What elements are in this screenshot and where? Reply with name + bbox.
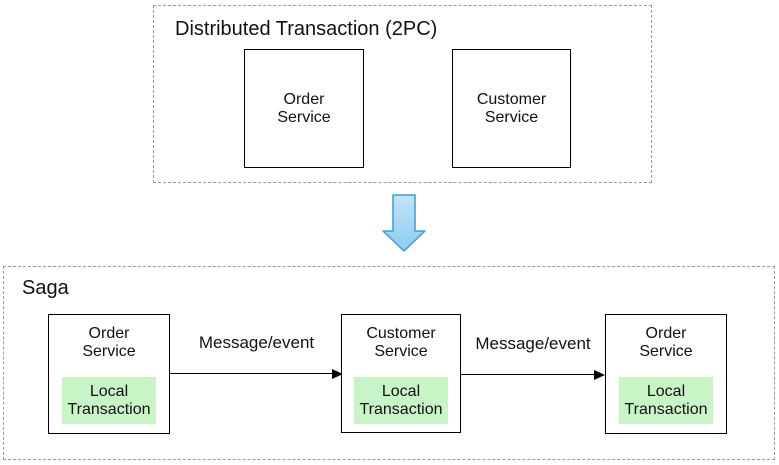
local-transaction-box: Local Transaction: [354, 377, 448, 424]
local-transaction-box: Local Transaction: [62, 377, 156, 424]
arrow-head-icon: [332, 368, 343, 379]
service-name-line2: Service: [484, 108, 539, 126]
service-name-line1: Customer: [476, 90, 547, 108]
service-box-customer-2pc: Customer Service: [452, 49, 571, 168]
saga-section: Saga: [3, 266, 775, 460]
down-arrow-icon: [382, 194, 426, 252]
service-name: Customer Service: [342, 325, 460, 361]
service-name: Order Service: [277, 91, 330, 127]
arrow-line: [461, 374, 596, 375]
message-arrow-label: Message/event: [475, 334, 591, 353]
local-transaction-label: Local Transaction: [68, 383, 151, 419]
service-name-line2: Service: [374, 343, 428, 360]
local-transaction-box: Local Transaction: [619, 377, 713, 424]
arrow-head-icon: [594, 369, 605, 380]
service-name-line1: Customer: [366, 325, 436, 342]
local-transaction-line1: Local: [381, 382, 421, 400]
service-name: Order Service: [606, 325, 726, 361]
arrow-line: [170, 373, 334, 374]
local-transaction-line2: Transaction: [67, 400, 151, 418]
local-transaction-line2: Transaction: [624, 400, 708, 418]
message-arrow-label: Message/event: [198, 333, 315, 352]
service-box-customer-saga: Customer Service Local Transaction: [341, 314, 461, 433]
local-transaction-line1: Local: [89, 382, 129, 400]
service-name: Customer Service: [477, 91, 546, 127]
local-transaction-line1: Local: [646, 382, 686, 400]
service-box-order-saga-1: Order Service Local Transaction: [48, 314, 170, 434]
local-transaction-line2: Transaction: [359, 400, 443, 418]
local-transaction-label: Local Transaction: [625, 383, 708, 419]
service-name-line1: Order: [645, 325, 687, 342]
two-pc-section: Distributed Transaction (2PC) Order Serv…: [153, 5, 652, 183]
message-arrow-2: Message/event: [461, 332, 605, 380]
service-name: Order Service: [49, 325, 169, 361]
service-name-line1: Order: [283, 90, 325, 108]
message-arrow-1: Message/event: [170, 331, 343, 379]
service-name-line2: Service: [639, 343, 693, 360]
service-box-order-saga-2: Order Service Local Transaction: [605, 314, 727, 434]
saga-section-title: Saga: [22, 277, 69, 299]
service-box-order-2pc: Order Service: [244, 49, 364, 168]
service-name-line2: Service: [82, 343, 136, 360]
service-name-line2: Service: [277, 108, 331, 126]
local-transaction-label: Local Transaction: [360, 383, 443, 419]
two-pc-section-title: Distributed Transaction (2PC): [175, 18, 438, 40]
service-name-line1: Order: [88, 325, 130, 342]
